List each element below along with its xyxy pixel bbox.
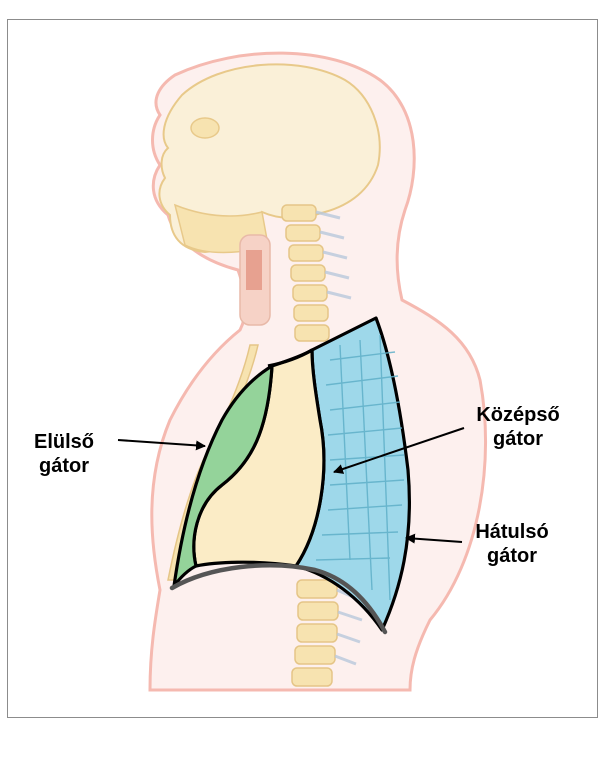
label-posterior-mediastinum: Hátulsó gátor (462, 520, 562, 568)
label-anterior-mediastinum: Elülső gátor (24, 430, 104, 478)
label-anterior-line1: Elülső (24, 430, 104, 454)
label-posterior-line2: gátor (462, 544, 562, 568)
label-posterior-line1: Hátulsó (462, 520, 562, 544)
label-anterior-line2: gátor (24, 454, 104, 478)
label-middle-line2: gátor (463, 427, 573, 451)
label-middle-mediastinum: Középső gátor (463, 403, 573, 451)
eye-socket (191, 118, 219, 138)
label-middle-line1: Középső (463, 403, 573, 427)
